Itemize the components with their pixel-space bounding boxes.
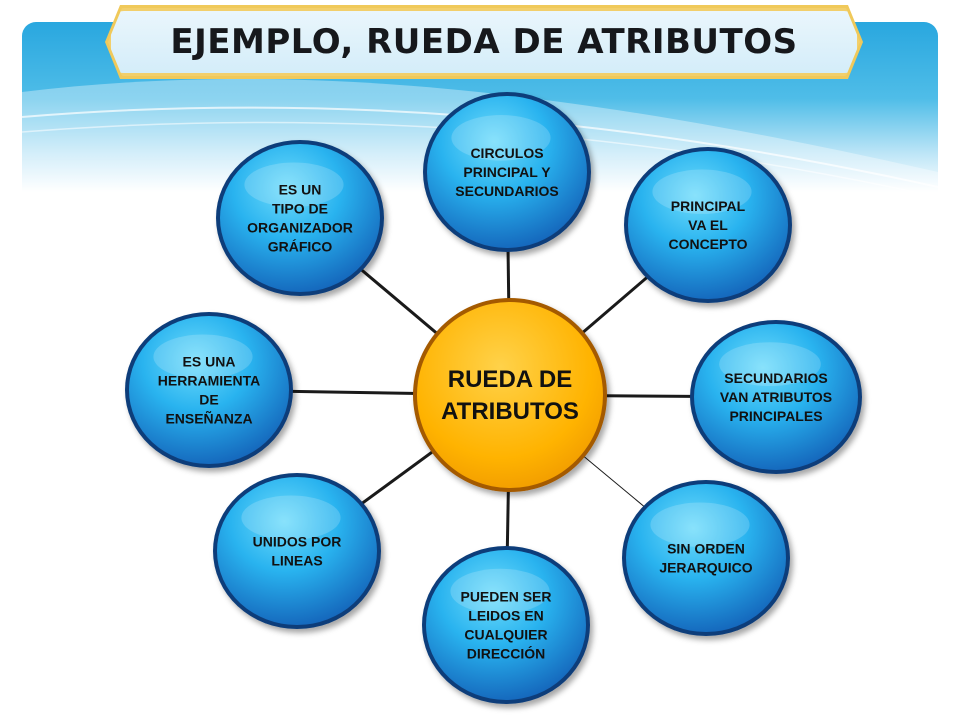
center-label-line: ATRIBUTOS xyxy=(441,398,579,425)
title-box: EJEMPLO, RUEDA DE ATRIBUTOS xyxy=(108,8,860,76)
node-label-line: CIRCULOS xyxy=(470,145,543,161)
node-highlight xyxy=(244,162,344,207)
node-circle xyxy=(220,144,380,292)
node-label-line: GRÁFICO xyxy=(268,239,333,255)
node-circle xyxy=(426,550,586,700)
page-title: EJEMPLO, RUEDA DE ATRIBUTOS xyxy=(170,22,798,62)
node-label-line: VAN ATRIBUTOS xyxy=(720,389,832,405)
node-label-line: SECUNDARIOS xyxy=(455,183,558,199)
node-sin-orden: SIN ORDEN JERARQUICO xyxy=(622,480,790,636)
node-label-line: LEIDOS EN xyxy=(468,608,543,624)
node-label-line: DE xyxy=(199,392,218,408)
node-label-line: PRINCIPAL xyxy=(671,198,746,214)
node-herramienta: ES UNA HERRAMIENTA DE ENSEÑANZA xyxy=(125,312,293,468)
node-label-line: ES UNA xyxy=(183,354,236,370)
node-circle xyxy=(129,316,289,464)
node-label-line: CUALQUIER xyxy=(464,627,547,643)
node-circulos: CIRCULOS PRINCIPAL Y SECUNDARIOS xyxy=(423,92,591,252)
node-label-line: PUEDEN SER xyxy=(460,589,551,605)
node-label-line: SIN ORDEN xyxy=(667,541,745,557)
node-label-line: HERRAMIENTA xyxy=(158,373,260,389)
node-unidos: UNIDOS POR LINEAS xyxy=(213,473,381,629)
node-circle xyxy=(628,151,788,299)
center-node: RUEDA DE ATRIBUTOS xyxy=(413,298,607,492)
node-circle xyxy=(217,477,377,625)
node-label-line: ENSEÑANZA xyxy=(165,410,252,427)
node-highlight xyxy=(241,495,341,540)
node-label-line: ORGANIZADOR xyxy=(247,220,353,236)
node-label-line: UNIDOS POR xyxy=(253,534,342,550)
node-label-line: CONCEPTO xyxy=(668,236,747,252)
node-label-line: PRINCIPAL Y xyxy=(463,164,551,180)
node-label-line: ES UN xyxy=(279,182,322,198)
attribute-nodes: CIRCULOS PRINCIPAL Y SECUNDARIOS PRINCIPAL V… xyxy=(125,92,862,704)
node-label-line: PRINCIPALES xyxy=(729,408,822,424)
node-label-line: LINEAS xyxy=(271,553,322,569)
node-organizador: ES UN TIPO DE ORGANIZADOR GRÁFICO xyxy=(216,140,384,296)
node-label-line: VA EL xyxy=(688,217,728,233)
node-circle xyxy=(694,324,858,470)
node-highlight xyxy=(650,502,750,547)
node-highlight xyxy=(652,169,752,214)
node-label-line: DIRECCIÓN xyxy=(467,645,546,662)
node-highlight xyxy=(450,568,550,614)
center-label-line: RUEDA DE xyxy=(448,366,572,393)
node-circle xyxy=(626,484,786,632)
center-circle xyxy=(417,302,603,488)
node-principal: PRINCIPAL VA EL CONCEPTO xyxy=(624,147,792,303)
node-label-line: SECUNDARIOS xyxy=(724,370,827,386)
node-secundarios: SECUNDARIOS VAN ATRIBUTOS PRINCIPALES xyxy=(690,320,862,474)
node-label-line: TIPO DE xyxy=(272,201,328,217)
node-highlight xyxy=(719,342,821,387)
node-highlight xyxy=(153,334,253,379)
node-pueden-ser: PUEDEN SER LEIDOS EN CUALQUIER DIRECCIÓN xyxy=(422,546,590,704)
node-label-line: JERARQUICO xyxy=(659,560,752,576)
node-circle xyxy=(427,96,587,248)
node-highlight xyxy=(451,115,551,161)
